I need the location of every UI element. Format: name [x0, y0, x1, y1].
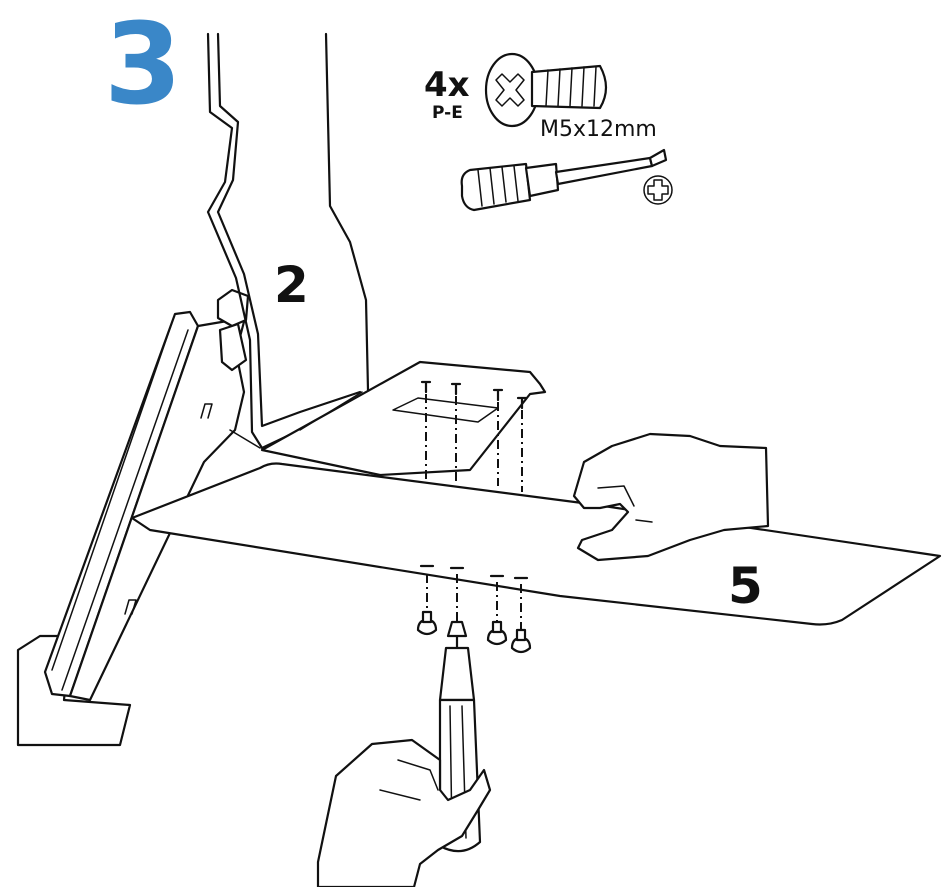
screwdriver-in-use — [316, 620, 492, 887]
right-hand — [572, 432, 770, 562]
bracket-screw-top — [420, 380, 528, 410]
bottom-screws — [416, 564, 532, 654]
fastener-code: P-E — [432, 103, 463, 123]
step-number: 3 — [104, 0, 182, 130]
fastener-quantity: 4x — [424, 65, 470, 105]
fastener-size: M5x12mm — [540, 117, 657, 142]
mounting-bracket-plate — [260, 360, 547, 492]
phillips-head-symbol-icon — [643, 175, 673, 205]
part-label-base: 5 — [728, 557, 763, 615]
base-plate — [130, 462, 942, 626]
part-label-upright: 2 — [274, 256, 309, 314]
phillips-screw-icon — [484, 52, 608, 128]
phillips-screwdriver-icon — [460, 148, 668, 212]
fastener-callout: 4x P-E M5x12mm — [424, 52, 657, 142]
